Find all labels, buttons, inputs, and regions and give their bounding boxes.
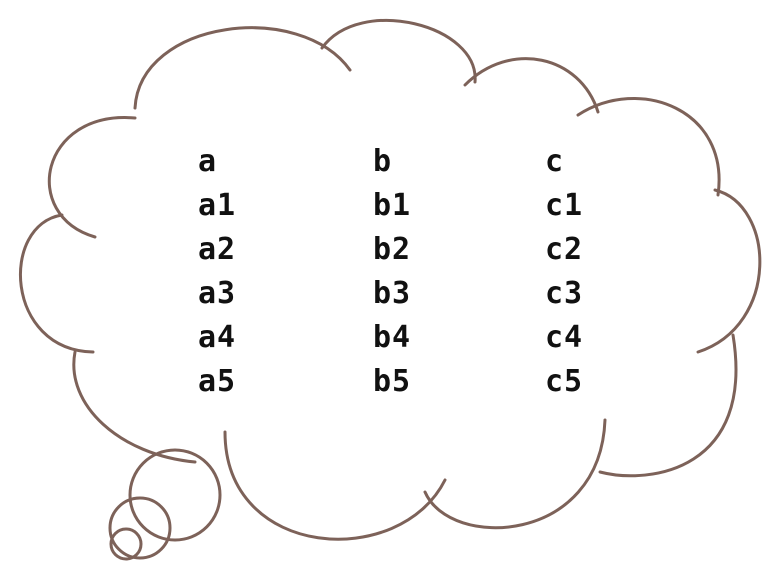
trail-bubble-large [128,448,222,542]
letter-grid: a b c a1 b1 c1 a2 b2 c2 a3 b3 c3 a4 b4 c… [198,140,625,404]
cloud-lobe-right [696,188,762,354]
cloud-lobe-bottom-center-right [423,418,607,530]
cell-b3: b3 [373,276,412,311]
cell-b1: b1 [373,188,412,223]
trail-bubble-small [109,527,143,561]
cell-b5: b5 [373,364,412,399]
cloud-lobe-right-upper [576,97,721,197]
cell-b4: b4 [373,320,412,355]
cell-c: c [545,144,565,179]
cloud-lobe-left [19,213,95,354]
cell-c3: c3 [545,276,584,311]
cloud-outline [19,18,762,541]
cell-c1: c1 [545,188,584,223]
cell-b: b [373,144,393,179]
cell-a1: a1 [198,188,237,223]
cloud-lobe-bottom-left [72,350,197,464]
cell-a2: a2 [198,232,237,267]
cloud-lobe-top-center [320,18,477,84]
cell-c4: c4 [545,320,584,355]
cell-a4: a4 [198,320,237,355]
trail-bubble-medium [108,496,172,560]
cloud-lobe-top-right [463,57,600,114]
cell-a5: a5 [198,364,237,399]
cloud-lobe-bottom-right [598,333,738,478]
cloud-lobe-bottom-center-left [223,430,447,541]
cell-a3: a3 [198,276,237,311]
trail-bubbles [108,448,222,561]
cell-a: a [198,144,218,179]
cell-c2: c2 [545,232,584,267]
cell-c5: c5 [545,364,584,399]
cloud-lobe-top-left [133,26,352,110]
cell-b2: b2 [373,232,412,267]
cloud-lobe-upper-left [47,116,137,239]
